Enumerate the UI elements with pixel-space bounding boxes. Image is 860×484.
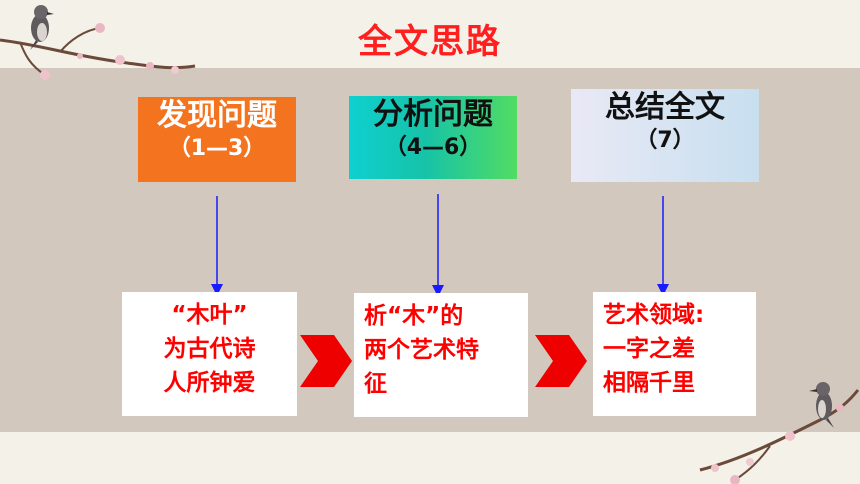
detail-line: 艺术领域:	[603, 302, 705, 328]
stage-box-analyze: 分析问题 （4—6）	[349, 96, 517, 179]
plum-blossom-branch-icon	[699, 389, 860, 484]
detail-card-discover: “木叶” 为古代诗 人所钟爱	[122, 292, 297, 416]
detail-line: “木叶”	[171, 302, 248, 328]
detail-line: 相隔千里	[603, 370, 695, 396]
detail-card-analyze: 析“木”的 两个艺术特 征	[354, 293, 528, 417]
detail-line: 人所钟爱	[163, 370, 256, 396]
detail-line: 析“木”的	[364, 303, 464, 329]
stage-heading: 总结全文	[605, 90, 725, 125]
stage-heading: 分析问题	[373, 97, 493, 132]
stage-range: （7）	[635, 128, 695, 153]
plum-blossom-branch-icon	[0, 23, 196, 80]
stage-range: （1—3）	[168, 136, 266, 161]
bird-icon	[30, 5, 54, 50]
stage-heading: 发现问题	[157, 98, 277, 133]
page-title: 全文思路	[358, 22, 502, 62]
detail-line: 一字之差	[603, 336, 695, 362]
chevron-right-icon	[300, 335, 352, 387]
bird-icon	[809, 382, 834, 428]
detail-line: 为古代诗	[163, 336, 256, 362]
detail-line: 征	[364, 371, 387, 397]
stage-box-discover: 发现问题 （1—3）	[138, 97, 296, 182]
stage-box-summarize: 总结全文 （7）	[571, 89, 759, 182]
detail-card-summarize: 艺术领域: 一字之差 相隔千里	[593, 292, 756, 416]
stage-range: （4—6）	[384, 135, 482, 160]
detail-line: 两个艺术特	[364, 337, 479, 363]
chevron-right-icon	[535, 335, 587, 387]
